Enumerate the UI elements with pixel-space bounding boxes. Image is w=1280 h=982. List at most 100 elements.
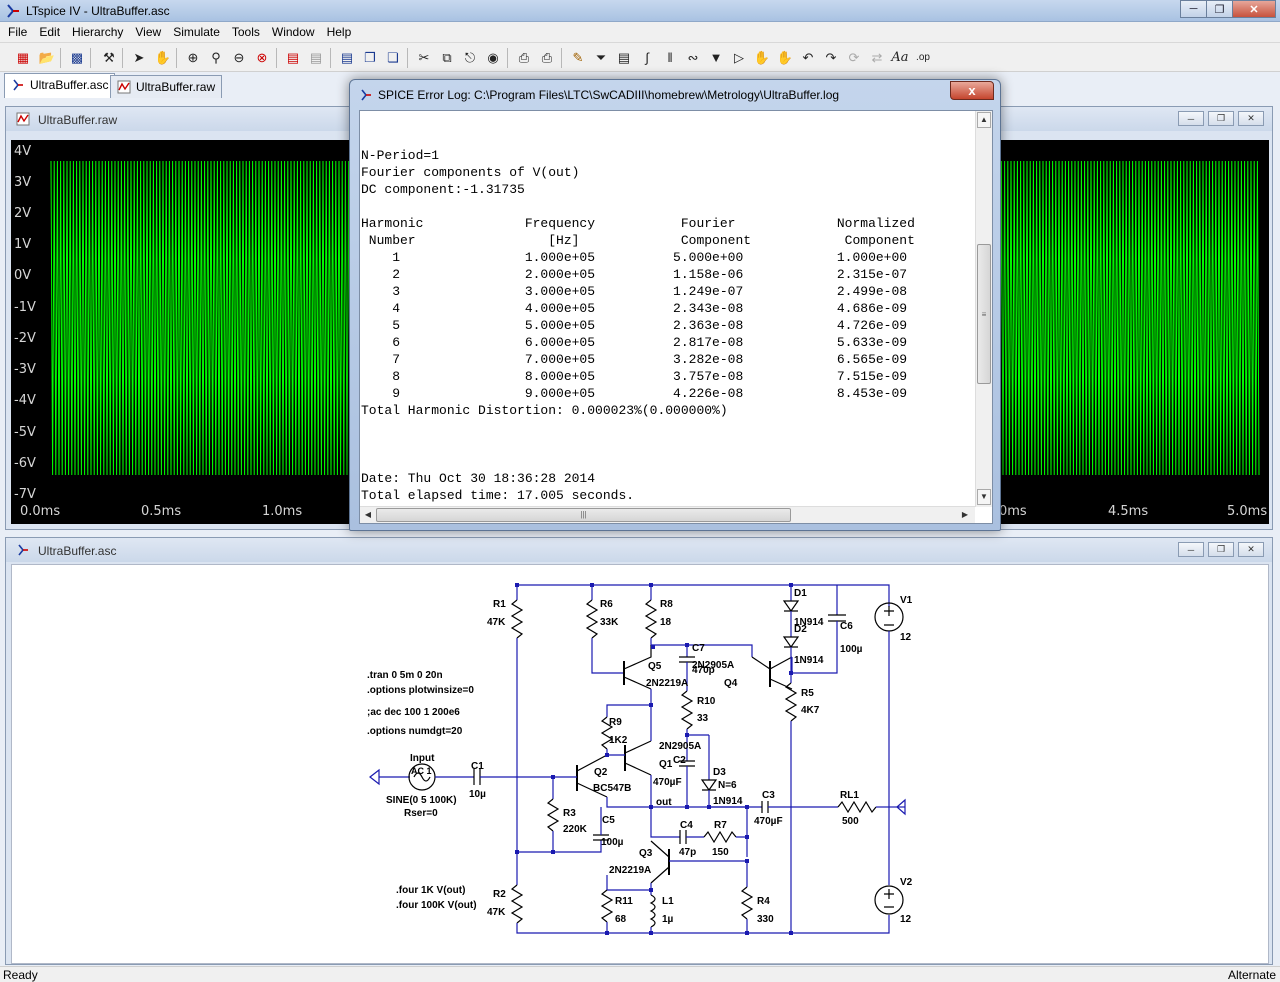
- schematic-window-title: UltraBuffer.asc: [38, 544, 117, 558]
- capacitor-icon[interactable]: ‖: [667, 50, 673, 65]
- print-icon[interactable]: ⎙: [541, 50, 553, 65]
- status-text: Ready: [3, 968, 38, 982]
- halt-icon[interactable]: ✋: [154, 50, 172, 65]
- component-label: R4: [757, 896, 770, 907]
- menu-hierarchy[interactable]: Hierarchy: [72, 25, 124, 39]
- cascade-icon[interactable]: ❐: [364, 50, 376, 65]
- control-panel-icon[interactable]: ⚒: [103, 50, 115, 65]
- redo-icon[interactable]: ↷: [825, 50, 837, 65]
- vertical-scrollbar[interactable]: ▲ ≡ ▼: [975, 111, 992, 507]
- menu-window[interactable]: Window: [271, 25, 315, 39]
- open-icon[interactable]: 📂: [38, 50, 56, 65]
- waveform-icon: [16, 112, 30, 126]
- status-bar: Ready Alternate: [0, 966, 1280, 982]
- zoom-in-icon[interactable]: ⊕: [187, 50, 199, 65]
- component-label: 2N2905A: [659, 741, 701, 752]
- drag-icon[interactable]: ✋: [776, 50, 794, 65]
- log-line: 2 2.000e+05 1.158e-06 2.315e-07: [361, 267, 908, 282]
- component-label: R11: [615, 896, 633, 907]
- rotate-icon[interactable]: ⟳: [848, 50, 860, 65]
- resistor-icon[interactable]: ∫: [645, 50, 649, 65]
- dialog-close-button[interactable]: x: [950, 81, 994, 100]
- text-icon[interactable]: Aa: [891, 50, 909, 65]
- component-label: C6: [840, 621, 853, 632]
- menu-file[interactable]: File: [8, 25, 28, 39]
- waveform-restore-button[interactable]: ❐: [1208, 111, 1234, 126]
- new-schematic-icon[interactable]: ▦: [16, 50, 30, 65]
- scroll-thumb[interactable]: |||: [376, 508, 791, 522]
- menu-view[interactable]: View: [135, 25, 162, 39]
- menu-simulate[interactable]: Simulate: [173, 25, 220, 39]
- diode-icon[interactable]: ▼: [709, 50, 723, 65]
- wire-icon[interactable]: ✎: [572, 50, 584, 65]
- log-line: Date: Thu Oct 30 18:36:28 2014: [361, 471, 596, 486]
- component-label: 68: [615, 914, 627, 925]
- component-label: 330: [757, 914, 774, 925]
- autorange-icon[interactable]: ▤: [286, 50, 300, 65]
- undo-icon[interactable]: ↶: [802, 50, 814, 65]
- waveform-close-button[interactable]: ✕: [1238, 111, 1264, 126]
- component-label: R1: [493, 599, 506, 610]
- log-line: [361, 453, 915, 470]
- move-icon[interactable]: ✋: [753, 50, 771, 65]
- log-line: 1 1.000e+05 5.000e+00 1.000e+00: [361, 250, 908, 265]
- tab-ultrabuffer-raw[interactable]: UltraBuffer.raw: [110, 75, 223, 98]
- component-label: Q2: [594, 767, 608, 778]
- zoom-out-icon[interactable]: ⊖: [233, 50, 245, 65]
- component-label: R5: [801, 688, 814, 699]
- schematic-restore-button[interactable]: ❐: [1208, 542, 1234, 557]
- find-icon[interactable]: ◉: [487, 50, 499, 65]
- close-all-icon[interactable]: ❏: [387, 50, 399, 65]
- zoom-fit-icon[interactable]: ⊗: [256, 50, 268, 65]
- cut-icon[interactable]: ✂: [418, 50, 430, 65]
- waveform-icon: [117, 80, 131, 94]
- scroll-thumb[interactable]: ≡: [977, 244, 991, 384]
- log-line: Total Harmonic Distortion: 0.000023%(0.0…: [361, 403, 728, 418]
- save-icon[interactable]: ▩: [70, 50, 84, 65]
- print-setup-icon[interactable]: ⎙: [518, 50, 530, 65]
- mirror-icon[interactable]: ⇄: [871, 50, 883, 65]
- tile-horizontal-icon[interactable]: ▤: [340, 50, 354, 65]
- log-line: 6 6.000e+05 2.817e-08 5.633e-09: [361, 335, 908, 350]
- menu-edit[interactable]: Edit: [39, 25, 61, 39]
- paste-icon[interactable]: ⎋: [464, 50, 476, 65]
- component-label: R8: [660, 599, 673, 610]
- component-label: D2: [794, 624, 807, 635]
- horizontal-scrollbar[interactable]: ◀ ||| ▶: [360, 506, 975, 523]
- schematic-close-button[interactable]: ✕: [1238, 542, 1264, 557]
- scroll-down-icon[interactable]: ▼: [977, 489, 991, 505]
- scroll-left-icon[interactable]: ◀: [364, 510, 372, 519]
- log-line: 5 5.000e+05 2.363e-08 4.726e-09: [361, 318, 908, 333]
- marker-icon[interactable]: ▤: [309, 50, 323, 65]
- spice-directive-icon[interactable]: .op: [916, 52, 930, 63]
- tab-label: UltraBuffer.asc: [30, 78, 109, 92]
- close-button[interactable]: ✕: [1232, 0, 1276, 18]
- run-icon[interactable]: ➤: [133, 50, 145, 65]
- scroll-right-icon[interactable]: ▶: [961, 510, 969, 519]
- directive-text: .options numdgt=20: [367, 726, 463, 737]
- label-icon[interactable]: ▤: [617, 50, 631, 65]
- ground-icon[interactable]: ⏷: [595, 50, 607, 65]
- component-label: C7: [692, 643, 705, 654]
- component-label: D3: [713, 767, 726, 778]
- component-label: R10: [697, 696, 716, 707]
- component-label: 100µ: [601, 837, 624, 848]
- inductor-icon[interactable]: ∾: [687, 50, 699, 65]
- zoom-pan-icon[interactable]: ⚲: [211, 50, 221, 65]
- log-line: Total elapsed time: 17.005 seconds.: [361, 488, 635, 503]
- waveform-minimize-button[interactable]: ─: [1178, 111, 1204, 126]
- schematic-canvas[interactable]: .tran 0 5m 0 20n .options plotwinsize=0 …: [11, 564, 1269, 964]
- directive-text: .options plotwinsize=0: [367, 685, 474, 696]
- menu-tools[interactable]: Tools: [231, 25, 260, 39]
- minimize-button[interactable]: ─: [1180, 0, 1207, 18]
- log-line: DC component:-1.31735: [361, 182, 525, 197]
- scroll-up-icon[interactable]: ▲: [977, 112, 991, 128]
- copy-icon[interactable]: ⧉: [442, 50, 452, 65]
- menu-help[interactable]: Help: [326, 25, 352, 39]
- maximize-button[interactable]: ❐: [1206, 0, 1233, 18]
- component-label: D1: [794, 588, 807, 599]
- schematic-minimize-button[interactable]: ─: [1178, 542, 1204, 557]
- component-icon[interactable]: ▷: [734, 50, 744, 65]
- tab-ultrabuffer-asc[interactable]: UltraBuffer.asc: [4, 73, 116, 98]
